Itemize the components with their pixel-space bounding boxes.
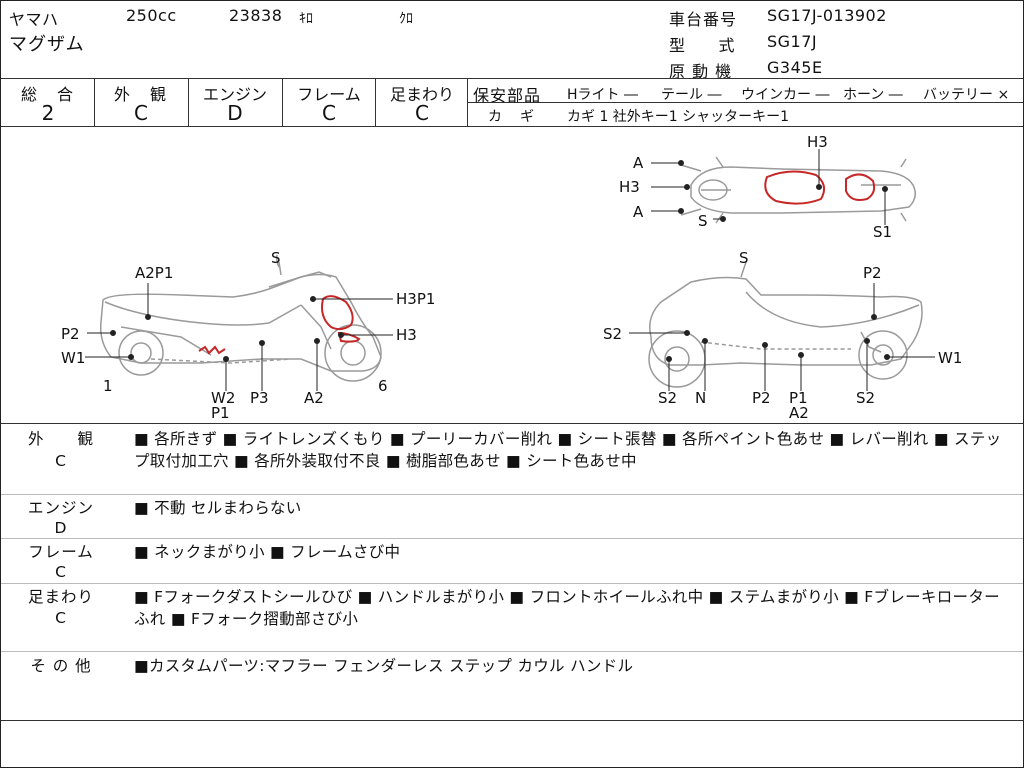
engine-model: G345E xyxy=(767,58,823,77)
label-top-s1: S1 xyxy=(873,223,892,241)
label-left-a2p1: A2P1 xyxy=(135,264,173,282)
grade-value-suspension: C xyxy=(415,101,429,125)
right-side-view xyxy=(648,261,923,388)
remark-category-suspension: 足まわり xyxy=(27,588,94,606)
grade-value-exterior: C xyxy=(134,101,148,125)
label-right-s2-bottom: S2 xyxy=(658,389,677,407)
label-right-s: S xyxy=(739,249,749,267)
remark-text-suspension: ■ Fフォークダストシールひび ■ ハンドルまがり小 ■ フロントホイールふれ中… xyxy=(134,588,1000,628)
remark-category-exterior: 外 観 xyxy=(27,430,94,448)
remark-category-engine: エンジン xyxy=(27,499,94,517)
label-left-w1: W1 xyxy=(61,349,85,367)
damage-diagram: S A2P1 H3P1 P2 H3 W1 1 6 W2 P1 P3 A2 S P… xyxy=(61,133,962,422)
mileage-unit: ｷﾛ xyxy=(299,11,313,27)
label-left-s: S xyxy=(271,249,281,267)
label-top-s: S xyxy=(698,212,708,230)
label-left-p3: P3 xyxy=(250,389,269,407)
left-view-labels: S A2P1 H3P1 P2 H3 W1 1 6 W2 P1 P3 A2 xyxy=(61,249,435,422)
grade-label-frame: フレーム xyxy=(297,85,361,104)
right-view-labels: S P2 S2 W1 S2 N P2 P1 A2 S2 xyxy=(603,249,962,422)
displacement: 250cc xyxy=(126,6,177,25)
model-name: マグザム xyxy=(9,34,85,55)
safety-item-horn: ホーン ― xyxy=(843,87,903,103)
safety-item-battery: バッテリー × xyxy=(923,87,1010,103)
safety-item-winker: ウインカー ― xyxy=(741,87,830,103)
maker: ヤマハ xyxy=(9,10,59,29)
label-left-w2: W2 xyxy=(211,389,235,407)
label-top-a-upper: A xyxy=(633,154,644,172)
remark-text-frame: ■ ネックまがり小 ■ フレームさび中 xyxy=(134,543,401,561)
mileage: 23838 xyxy=(229,6,283,25)
remark-text-engine: ■ 不動 セルまわらない xyxy=(134,499,302,517)
label-top-h3-front: H3 xyxy=(619,178,640,196)
label-left-h3: H3 xyxy=(396,326,417,344)
frame-no-label: 車台番号 xyxy=(669,10,738,29)
grade-label-exterior: 外 観 xyxy=(113,85,168,104)
label-right-p2-bottom: P2 xyxy=(752,389,771,407)
label-top-a-lower: A xyxy=(633,203,644,221)
grade-label-engine: エンジン xyxy=(202,85,267,104)
engine-label: 原 動 機 xyxy=(669,62,733,81)
remark-grade-exterior: C xyxy=(55,452,67,470)
damage-markers xyxy=(198,170,876,355)
top-view-labels: H3 A H3 A S S1 xyxy=(619,133,892,241)
color: ｸﾛ xyxy=(399,11,413,27)
safety-item-headlight: Hライト ― xyxy=(567,87,638,103)
label-left-a2: A2 xyxy=(304,389,324,407)
leader-lines xyxy=(85,149,935,391)
grade-value-frame: C xyxy=(322,101,336,125)
divider xyxy=(1,78,1023,79)
label-right-n: N xyxy=(695,389,706,407)
grade-label-overall: 総 合 xyxy=(20,85,75,104)
remark-text-exterior: ■ 各所きず ■ ライトレンズくもり ■ プーリーカバー削れ ■ シート張替 ■… xyxy=(134,430,1002,470)
frame-no: SG17J-013902 xyxy=(767,6,887,25)
remark-grade-suspension: C xyxy=(55,609,67,627)
top-view xyxy=(680,156,916,224)
remark-grade-frame: C xyxy=(55,563,67,581)
grade-value-engine: D xyxy=(227,101,243,125)
label-top-h3: H3 xyxy=(807,133,828,151)
label-left-p2: P2 xyxy=(61,325,80,343)
label-left-h3p1: H3P1 xyxy=(396,290,435,308)
remark-text-other: ■カスタムパーツ:マフラー フェンダーレス ステップ カウル ハンドル xyxy=(134,657,634,675)
key-items: カギ 1 社外キー1 シャッターキー1 xyxy=(567,109,790,125)
remark-category-frame: フレーム xyxy=(28,543,94,561)
key-label: カ ギ xyxy=(488,109,536,125)
safety-label: 保安部品 xyxy=(473,86,542,105)
label-left-p1: P1 xyxy=(211,404,230,422)
remark-category-other: そ の 他 xyxy=(30,657,92,675)
label-right-a2: A2 xyxy=(789,404,809,422)
grade-value-overall: 2 xyxy=(41,101,55,125)
label-left-6: 6 xyxy=(378,377,388,395)
safety-item-tail: テール ― xyxy=(661,87,722,103)
label-right-s2-rear: S2 xyxy=(856,389,875,407)
label-left-1: 1 xyxy=(103,377,113,395)
model-code-label: 型 式 xyxy=(669,36,736,55)
label-right-s2-front: S2 xyxy=(603,325,622,343)
label-right-p1: P1 xyxy=(789,389,808,407)
model-code: SG17J xyxy=(767,32,818,51)
remark-grade-engine: D xyxy=(54,519,68,537)
grade-label-suspension: 足まわり xyxy=(389,85,454,104)
label-right-p2: P2 xyxy=(863,264,882,282)
label-right-w1: W1 xyxy=(938,349,962,367)
